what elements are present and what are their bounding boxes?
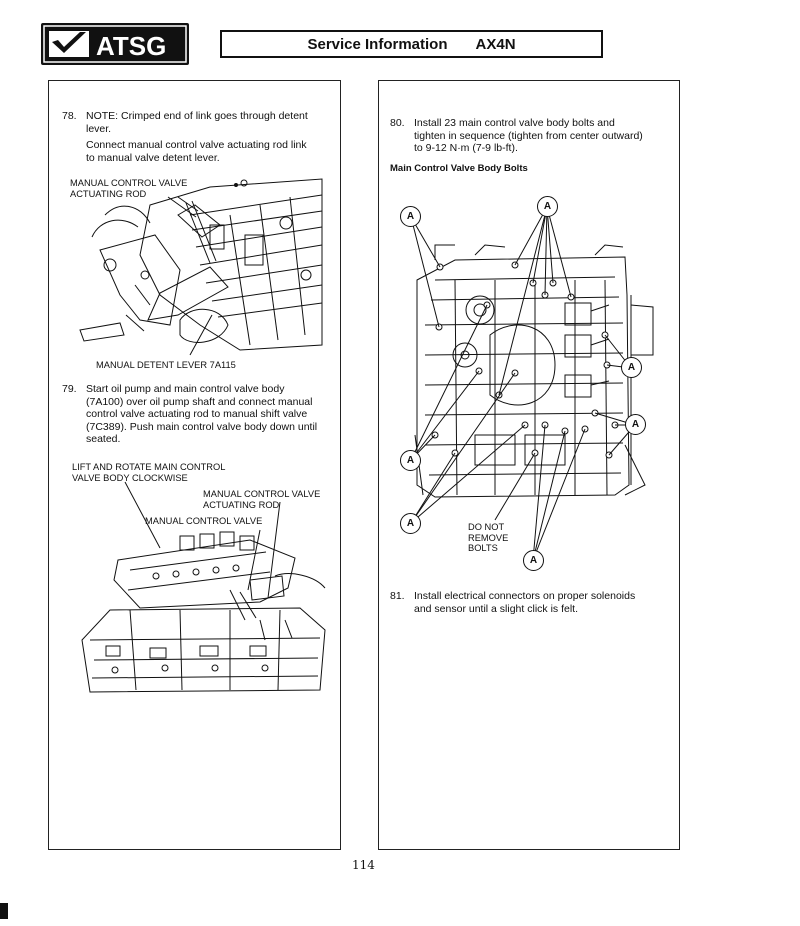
- step-line: and sensor until a slight click is felt.: [414, 602, 578, 615]
- step-line: (7A100) over oil pump shaft and connect …: [86, 395, 313, 408]
- do-not-remove-label: DO NOT REMOVE BOLTS: [468, 522, 508, 554]
- step-number: 79.: [62, 383, 77, 395]
- label-line: REMOVE: [468, 532, 509, 543]
- logo-text: ATSG: [96, 31, 166, 61]
- left-column: [48, 80, 341, 850]
- figure-valve-body-install: [81, 481, 326, 693]
- step-line: control valve actuating rod to manual sh…: [86, 408, 308, 420]
- fig2-label-lift: LIFT AND ROTATE MAIN CONTROL VALVE BODY …: [72, 462, 225, 483]
- fig2-label-rod: MANUAL CONTROL VALVE ACTUATING ROD: [203, 489, 320, 510]
- step-line: tighten in sequence (tighten from center…: [414, 129, 643, 142]
- step-number: 80.: [390, 117, 405, 129]
- scan-mark: [0, 903, 8, 919]
- step-line: Connect manual control valve actuating r…: [86, 139, 307, 151]
- callout-a: A: [537, 196, 558, 217]
- figure-heading: Main Control Valve Body Bolts: [390, 163, 528, 174]
- callout-a: A: [400, 513, 421, 534]
- step-line: Install electrical connectors on proper …: [414, 590, 636, 602]
- fig1-label-lever: MANUAL DETENT LEVER 7A115: [96, 360, 236, 371]
- label-line: MANUAL CONTROL VALVE: [203, 489, 321, 499]
- label-line: DO NOT: [468, 522, 505, 532]
- callout-a: A: [625, 414, 646, 435]
- step-line: lever.: [86, 122, 112, 135]
- figure-detent-lever: [79, 178, 323, 356]
- step-line: to 9-12 N·m (7-9 lb-ft).: [414, 142, 518, 154]
- fig1-label-rod: MANUAL CONTROL VALVE ACTUATING ROD: [70, 178, 187, 199]
- callout-a: A: [400, 450, 421, 471]
- step-line: Start oil pump and main control valve bo…: [86, 383, 285, 395]
- step-line: seated.: [86, 433, 121, 445]
- label-line: ACTUATING ROD: [203, 499, 280, 510]
- label-line: BOLTS: [468, 543, 498, 553]
- step-number: 78.: [62, 110, 77, 122]
- right-column: [378, 80, 680, 850]
- step-line: to manual valve detent lever.: [86, 151, 220, 164]
- label-line: ACTUATING ROD: [70, 188, 147, 199]
- callout-a: A: [621, 357, 642, 378]
- label-line: VALVE BODY CLOCKWISE: [72, 472, 188, 483]
- callout-a: A: [400, 206, 421, 227]
- callout-a: A: [523, 550, 544, 571]
- header-title-box: Service Information AX4N: [220, 30, 603, 58]
- fig2-label-valve: MANUAL CONTROL VALVE: [145, 516, 263, 526]
- step-line: Install 23 main control valve body bolts…: [414, 117, 615, 129]
- header-title: Service Information: [307, 35, 448, 53]
- step-number: 81.: [390, 590, 405, 602]
- label-line: MANUAL CONTROL VALVE: [70, 178, 188, 188]
- figure-valve-body-bolts: [410, 206, 654, 561]
- page-number: 114: [352, 858, 375, 872]
- step-line: (7C389). Push main control valve body do…: [86, 420, 318, 433]
- label-line: LIFT AND ROTATE MAIN CONTROL: [72, 462, 226, 472]
- atsg-logo: ATSG: [41, 23, 189, 65]
- step-line: NOTE: Crimped end of link goes through d…: [86, 110, 308, 122]
- step-78-sub: Connect manual control valve actuating r…: [86, 139, 307, 164]
- header-model: AX4N: [475, 35, 516, 53]
